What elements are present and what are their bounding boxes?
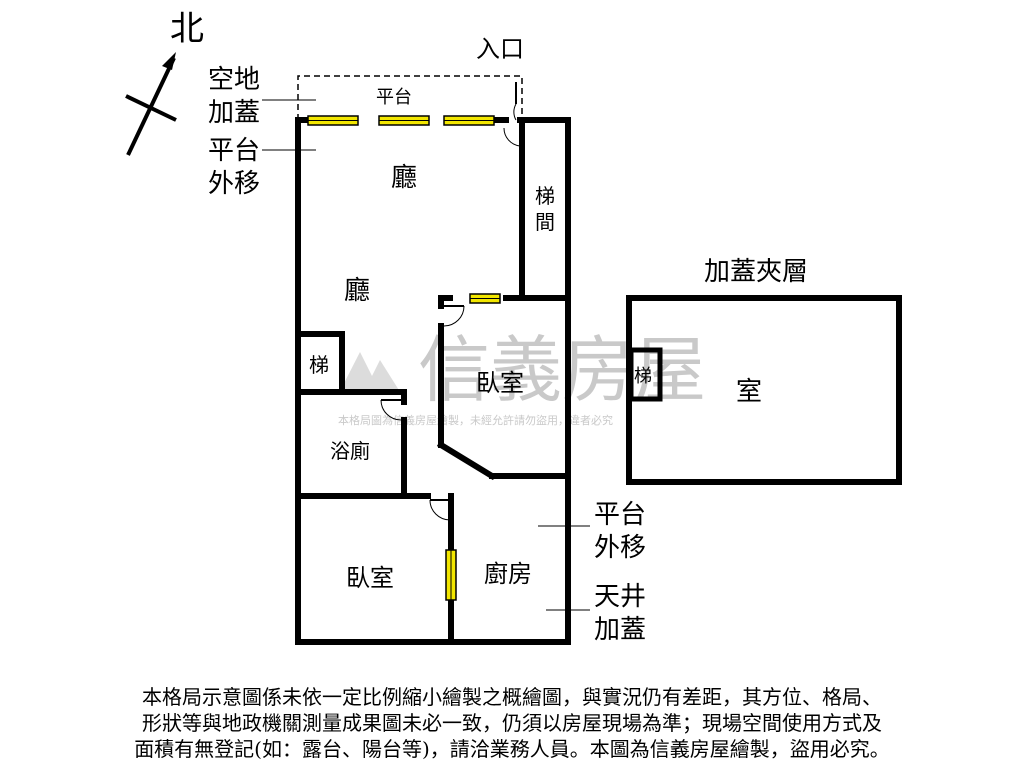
doors <box>380 82 521 521</box>
north-label: 北 <box>170 9 204 49</box>
platform-moved-left-label-1: 平台 <box>208 136 260 166</box>
bedroom-center-label: 臥室 <box>476 369 524 397</box>
bathroom-label: 浴廁 <box>330 439 370 463</box>
stairwell-label-1: 梯 <box>535 184 555 208</box>
leader-lines <box>262 99 590 611</box>
watermark-logo-icon <box>338 352 402 395</box>
added-vacant-label-2: 加蓋 <box>208 98 260 128</box>
platform-moved-right-label-2: 外移 <box>594 533 646 563</box>
disclaimer-line-3: 面積有無登記(如：露台、陽台等)，請洽業務人員。本圖為信義房屋繪製，盜用必究。 <box>134 737 890 761</box>
entrance-label: 入口 <box>476 35 524 63</box>
floor-plan: 北 信義房屋 本格局圖為信義房屋繪製，未經允許請勿盜用，違者必究 <box>125 9 902 645</box>
added-vacant-label-1: 空地 <box>208 65 260 95</box>
stairwell-label-2: 間 <box>535 210 555 234</box>
room-labels: 入口 平台 空地 加蓋 平台 外移 廳 廳 梯 間 梯 臥室 浴廁 臥室 廚房 … <box>208 35 808 645</box>
mezzanine-room-label: 室 <box>736 377 762 407</box>
added-area-outline <box>297 75 523 120</box>
skywell-added-label-2: 加蓋 <box>594 615 646 645</box>
platform-moved-right-label-1: 平台 <box>594 500 646 530</box>
hall-label-top: 廳 <box>391 163 417 193</box>
disclaimer-line-1: 本格局示意圖係未依一定比例縮小繪製之概繪圖，與實況仍有差距，其方位、格局、 <box>142 685 882 709</box>
top-platform-label: 平台 <box>376 87 412 108</box>
skywell-added-label-1: 天井 <box>594 582 646 612</box>
mezzanine-stair-label: 梯 <box>634 366 652 387</box>
disclaimer-line-2: 形狀等與地政機關測量成果圖未必一致，仍須以房屋現場為準；現場空間使用方式及 <box>142 711 882 735</box>
mezzanine-stair <box>628 347 663 402</box>
bedroom-bottom-label: 臥室 <box>346 564 394 592</box>
windows <box>307 115 501 601</box>
mezzanine-title: 加蓋夾層 <box>704 257 808 287</box>
platform-moved-left-label-2: 外移 <box>208 169 260 199</box>
hall-label-mid: 廳 <box>344 276 370 306</box>
stair-left-label: 梯 <box>309 353 329 377</box>
watermark-notice: 本格局圖為信義房屋繪製，未經允許請勿盜用，違者必究 <box>338 413 613 427</box>
compass-crossbar <box>125 94 177 122</box>
walls <box>295 117 571 645</box>
mezzanine <box>626 295 902 485</box>
kitchen-label: 廚房 <box>484 560 532 588</box>
compass: 北 <box>125 9 204 156</box>
north-arrow-head-icon <box>162 52 176 70</box>
watermark-brand: 信義房屋 <box>418 328 706 412</box>
